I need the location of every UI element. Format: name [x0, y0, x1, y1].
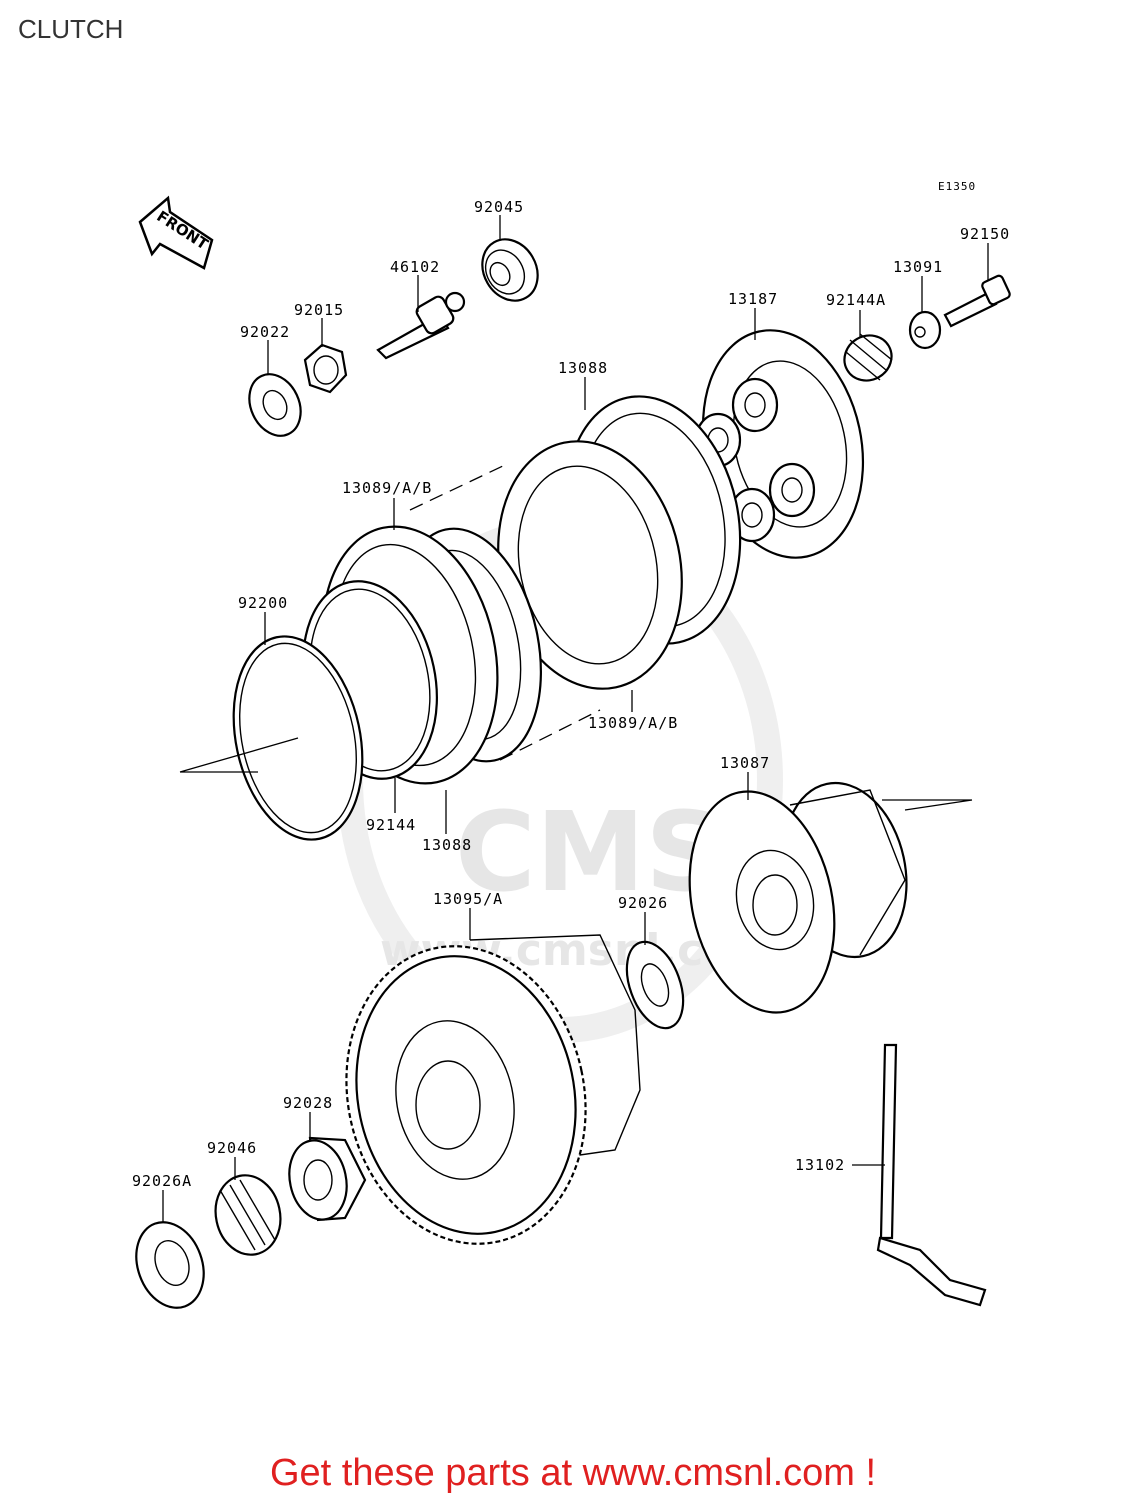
part-label-92026: 92026 — [618, 894, 668, 912]
part-label-13091: 13091 — [893, 258, 943, 276]
front-arrow-icon: FRONT — [138, 195, 214, 270]
part-label-13088-upper: 13088 — [558, 359, 608, 377]
washer-92026a-icon — [135, 1221, 205, 1309]
assembly-guide-bottom — [499, 709, 601, 761]
watermark-brand: CMS — [455, 788, 724, 916]
needle-bearing-92046-icon — [214, 1174, 282, 1256]
push-rod-46102-icon — [376, 291, 466, 360]
bearing-92045-icon — [481, 238, 539, 302]
part-label-92015: 92015 — [294, 301, 344, 319]
footer-promo-text: Get these parts at www.cmsnl.com ! — [269, 1452, 877, 1494]
part-labels: 92045 46102 92015 92022 13187 92144A 130… — [132, 198, 1010, 1190]
part-label-92144: 92144 — [366, 816, 416, 834]
part-label-92045: 92045 — [474, 198, 524, 216]
part-label-13095a: 13095/A — [433, 890, 503, 908]
washer-92022-icon — [248, 373, 302, 437]
clutch-hub-13087-icon — [688, 781, 908, 1014]
leader-lines — [162, 215, 989, 1222]
assembly-guide-top — [409, 464, 506, 511]
part-label-46102: 46102 — [390, 258, 440, 276]
part-label-13087: 13087 — [720, 754, 770, 772]
part-label-92144a: 92144A — [826, 291, 886, 309]
page-title: CLUTCH — [18, 14, 124, 44]
part-label-92026a: 92026A — [132, 1172, 192, 1190]
spring-plate-13091-icon — [908, 310, 942, 350]
clutch-housing-13095-icon — [345, 934, 641, 1245]
bolt-92150-icon — [943, 274, 1011, 328]
collar-92028-icon — [288, 1136, 367, 1222]
part-label-13187: 13187 — [728, 290, 778, 308]
part-label-92022: 92022 — [240, 323, 290, 341]
part-label-92200: 92200 — [238, 594, 288, 612]
part-label-92046: 92046 — [207, 1139, 257, 1157]
part-label-13089-upper: 13089/A/B — [342, 479, 432, 497]
assembly-guide-left — [179, 737, 299, 773]
nut-92015-icon — [303, 343, 348, 394]
part-label-13089-lower: 13089/A/B — [588, 714, 678, 732]
part-label-92150: 92150 — [960, 225, 1010, 243]
assembly-guide-right — [882, 799, 973, 811]
part-label-13088-lower: 13088 — [422, 836, 472, 854]
release-lever-13102-icon — [876, 1043, 987, 1307]
part-label-13102: 13102 — [795, 1156, 845, 1174]
pressure-plate-13187-icon — [694, 329, 865, 559]
part-label-92028: 92028 — [283, 1094, 333, 1112]
spring-92144a-icon — [843, 333, 893, 382]
washer-92026-icon — [625, 940, 685, 1030]
reference-code: E1350 — [938, 180, 976, 193]
